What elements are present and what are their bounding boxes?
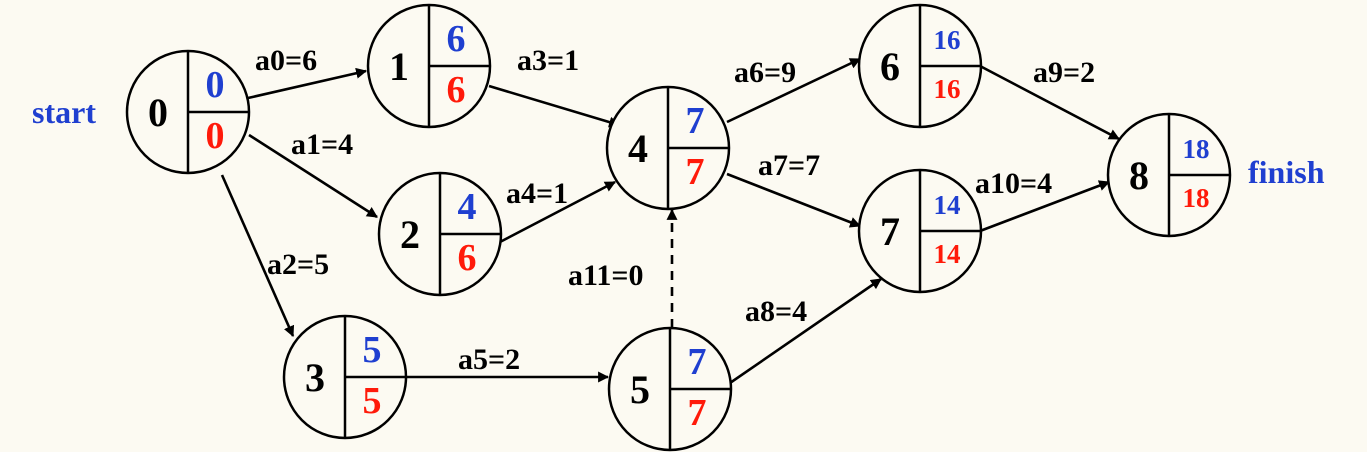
edge-4-7: a7=7 (726, 149, 862, 228)
node-late-time: 7 (686, 151, 705, 193)
node-3: 35 5 (282, 314, 408, 440)
edge-label: a4=1 (506, 177, 568, 210)
node-early-time: 6 (447, 18, 466, 60)
node-id: 1 (389, 44, 409, 89)
edge-label: a0=6 (255, 44, 317, 77)
edge-4-6: a6=9 (726, 56, 861, 124)
node-early-time: 16 (934, 25, 961, 55)
node-id: 7 (880, 209, 900, 254)
edges-layer: a0=6 a1=4 a2=5 a3=1 a4=1 a5=2 a6=9 a7=7 a8=4 a9=2… (220, 44, 1120, 385)
finish-label: finish (1248, 154, 1325, 190)
node-id: 0 (148, 90, 168, 135)
edge-label: a10=4 (975, 167, 1052, 200)
node-late-time: 0 (206, 115, 225, 157)
edge-arrow (488, 84, 621, 128)
edge-arrow (220, 174, 295, 338)
edge-arrow (726, 57, 861, 124)
edge-label: a3=1 (517, 44, 579, 77)
start-label: start (32, 94, 96, 130)
edge-3-5: a5=2 (406, 343, 610, 383)
edge-0-2: a1=4 (248, 128, 378, 219)
node-late-time: 14 (934, 239, 961, 269)
node-8: 8 18 18 (1106, 112, 1232, 238)
edge-label: a1=4 (291, 128, 353, 161)
edge-5-4: a11=0 (568, 208, 678, 328)
edge-2-4: a4=1 (499, 177, 616, 244)
edge-1-4: a3=1 (488, 44, 621, 128)
node-late-time: 6 (447, 69, 466, 111)
node-2: 24 6 (377, 171, 503, 297)
labels-layer: start finish (32, 94, 1325, 190)
node-early-time: 14 (934, 190, 961, 220)
node-id: 6 (880, 44, 900, 89)
edge-arrow (979, 180, 1111, 233)
node-late-time: 7 (688, 392, 707, 434)
edge-arrow (729, 277, 882, 385)
node-0: 000 (125, 49, 251, 175)
node-id: 8 (1129, 153, 1149, 198)
node-early-time: 7 (686, 100, 705, 142)
edge-label: a7=7 (758, 149, 820, 182)
node-late-time: 6 (458, 237, 477, 279)
node-late-time: 5 (363, 380, 382, 422)
edge-0-3: a2=5 (220, 174, 329, 338)
edge-label: a8=4 (745, 295, 807, 328)
edge-label: a9=2 (1033, 56, 1095, 89)
node-id: 4 (628, 126, 648, 171)
node-late-time: 16 (934, 74, 961, 104)
edge-arrow (499, 180, 616, 244)
node-id: 5 (630, 367, 650, 412)
node-early-time: 0 (206, 64, 225, 106)
node-early-time: 4 (458, 186, 477, 228)
node-id: 2 (400, 212, 420, 257)
edge-5-7: a8=4 (729, 277, 882, 385)
node-7: 7 14 14 (857, 168, 983, 294)
edge-arrow (248, 133, 378, 219)
edge-6-8: a9=2 (979, 56, 1120, 141)
node-5: 57 7 (607, 326, 733, 452)
node-early-time: 7 (688, 341, 707, 383)
edge-label: a11=0 (568, 259, 643, 292)
node-late-time: 18 (1183, 183, 1210, 213)
edge-0-1: a0=6 (247, 44, 368, 100)
node-early-time: 18 (1183, 134, 1210, 164)
node-4: 47 7 (605, 85, 731, 211)
node-early-time: 5 (363, 329, 382, 371)
edge-arrow (979, 64, 1120, 141)
edge-7-8: a10=4 (975, 167, 1111, 233)
edge-label: a6=9 (734, 56, 796, 89)
node-6: 6 16 16 (857, 3, 983, 129)
edge-arrow (726, 172, 862, 228)
node-1: 16 6 (366, 3, 492, 129)
edge-label: a2=5 (267, 248, 329, 281)
edge-arrow (247, 67, 368, 100)
edge-label: a5=2 (458, 343, 520, 376)
node-id: 3 (305, 355, 325, 400)
